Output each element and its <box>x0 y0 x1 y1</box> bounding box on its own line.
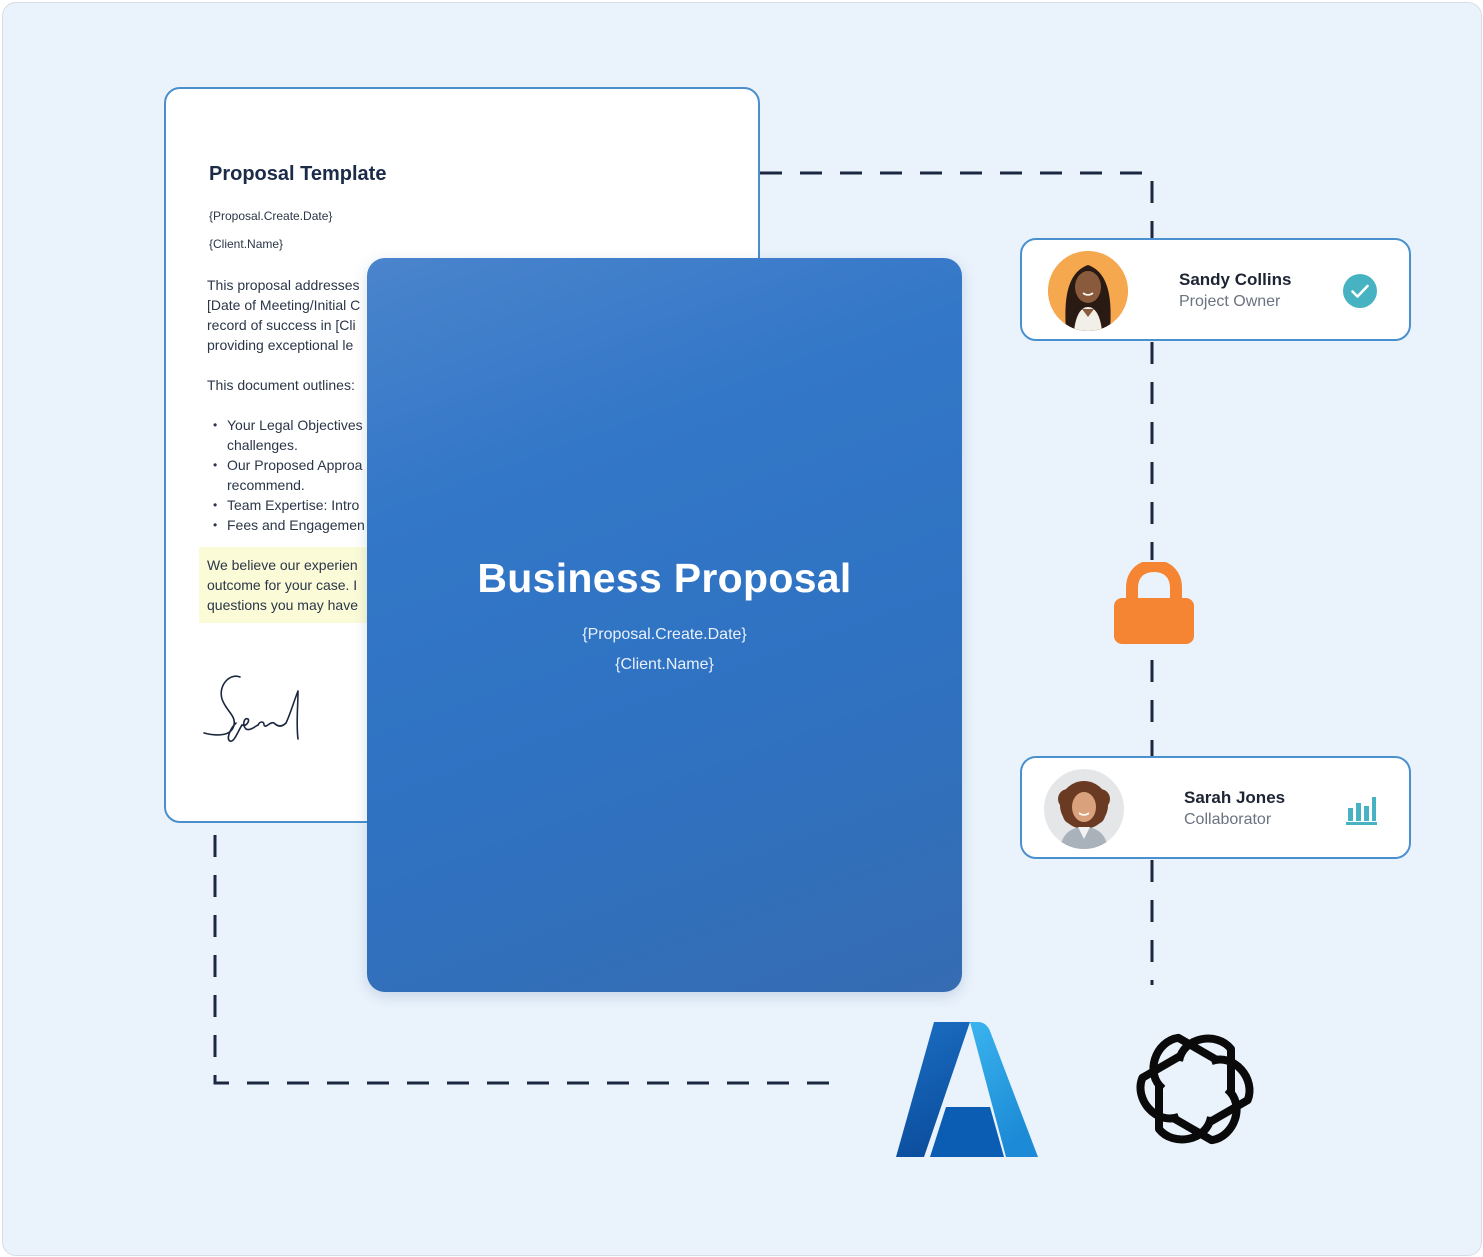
connector-doc-to-azure <box>213 835 840 1085</box>
intro-line: [Date of Meeting/Initial C <box>207 297 361 313</box>
signature-icon <box>203 675 299 742</box>
avatar <box>1048 251 1128 331</box>
azure-logo <box>896 1022 1038 1157</box>
date-placeholder: {Proposal.Create.Date} <box>209 209 333 223</box>
document-title: Proposal Template <box>209 163 387 185</box>
check-circle-icon <box>1343 274 1377 308</box>
user-role: Collaborator <box>1184 811 1272 828</box>
outline-list: Your Legal Objectives challenges. Our Pr… <box>207 415 727 535</box>
user-name: Sandy Collins <box>1179 270 1292 289</box>
closing-line: outcome for your case. I <box>207 577 358 593</box>
user-name: Sarah Jones <box>1184 788 1286 807</box>
intro-line: This proposal addresses <box>207 277 360 293</box>
intro-paragraph: This proposal addresses [Date of Meeting… <box>207 275 727 355</box>
list-item-line: Team Expertise: Intro <box>227 497 360 513</box>
intro-line: providing exceptional le <box>207 337 354 353</box>
user-card-sandy-collins[interactable]: Sandy Collins Project Owner <box>1020 238 1411 341</box>
user-card-sarah-jones[interactable]: Sarah Jones Collaborator <box>1020 756 1411 859</box>
cover-title: Business Proposal <box>477 555 852 601</box>
list-item: Fees and Engagemen <box>207 515 727 535</box>
connector-doc-to-sandy <box>760 171 1154 238</box>
bar-chart-icon <box>1346 797 1377 825</box>
list-item-line: challenges. <box>227 437 298 453</box>
list-item: Our Proposed Approa recommend. <box>207 455 727 495</box>
openai-logo <box>1136 1033 1254 1145</box>
list-item-line: Our Proposed Approa <box>227 457 363 473</box>
lock-icon <box>1114 562 1194 644</box>
client-placeholder: {Client.Name} <box>209 237 284 251</box>
list-item: Team Expertise: Intro <box>207 495 727 515</box>
closing-line: questions you may have <box>207 597 358 613</box>
outline-label: This document outlines: <box>207 377 355 393</box>
intro-line: record of success in [Cli <box>207 317 356 333</box>
list-item: Your Legal Objectives challenges. <box>207 415 727 455</box>
list-item-line: Fees and Engagemen <box>227 517 365 533</box>
avatar <box>1044 769 1124 849</box>
list-item-line: recommend. <box>227 477 305 493</box>
user-role: Project Owner <box>1179 293 1281 310</box>
business-proposal-cover[interactable]: Business Proposal {Proposal.Create.Date}… <box>367 258 962 992</box>
list-item-line: Your Legal Objectives <box>227 417 363 433</box>
cover-date-placeholder: {Proposal.Create.Date} <box>582 626 747 643</box>
closing-line: We believe our experien <box>207 557 358 573</box>
cover-client-placeholder: {Client.Name} <box>615 656 714 673</box>
